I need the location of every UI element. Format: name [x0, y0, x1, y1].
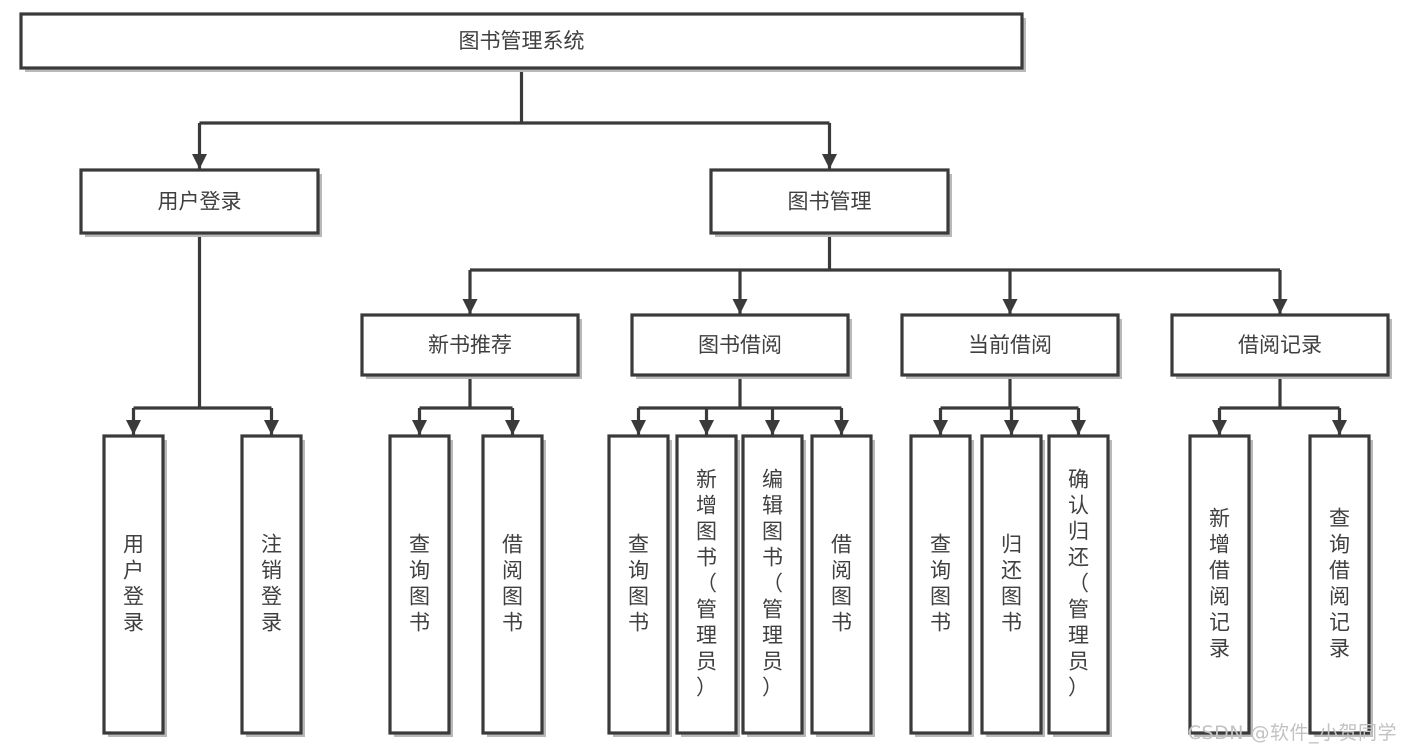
node-leaf-user-login[interactable]: 用户登录: [102, 434, 167, 737]
node-leaf-return-book-box[interactable]: [980, 434, 1043, 735]
node-leaf-logout-login-label: 注销登录: [261, 533, 282, 635]
node-leaf-add-book[interactable]: 新增图书（管理员）: [675, 434, 740, 737]
node-leaf-borrow-book-1-label: 借阅图书: [502, 533, 523, 635]
node-leaf-edit-book-box[interactable]: [741, 434, 804, 735]
watermark-label: CSDN @软件_小贺同学: [1187, 722, 1397, 744]
node-borrow-record[interactable]: 借阅记录: [1170, 313, 1392, 379]
node-current-borrow[interactable]: 当前借阅: [900, 313, 1122, 379]
node-leaf-borrow-book-2[interactable]: 借阅图书: [810, 434, 875, 737]
arrow-head-icon: [1002, 299, 1018, 314]
node-user-login-box[interactable]: [79, 168, 320, 235]
node-user-login[interactable]: 用户登录: [79, 168, 322, 237]
node-user-login-label: 用户登录: [158, 190, 242, 214]
root-node-system[interactable]: 图书管理系统: [19, 12, 1026, 72]
node-leaf-user-login-label: 用户登录: [123, 533, 144, 635]
node-leaf-borrow-book-1-box[interactable]: [481, 434, 544, 735]
node-current-borrow-label: 当前借阅: [968, 333, 1052, 357]
node-book-manage-label: 图书管理: [788, 190, 872, 214]
node-new-book-recommend-label: 新书推荐: [428, 333, 512, 357]
arrow-head-icon: [505, 420, 520, 435]
arrow-head-icon: [822, 154, 837, 169]
node-book-borrow[interactable]: 图书借阅: [630, 313, 852, 379]
node-leaf-add-record[interactable]: 新增借阅记录: [1188, 434, 1253, 737]
arrow-head-icon: [462, 299, 478, 314]
arrow-head-icon: [192, 154, 207, 169]
node-leaf-logout-login[interactable]: 注销登录: [240, 434, 305, 737]
arrow-head-icon: [1212, 420, 1227, 435]
node-leaf-edit-book[interactable]: 编辑图书（管理员）: [741, 434, 806, 737]
arrow-head-icon: [264, 420, 279, 435]
connector-layer: [126, 68, 1347, 435]
arrow-head-icon: [699, 420, 714, 435]
arrow-head-icon: [732, 299, 748, 314]
node-leaf-add-record-label: 新增借阅记录: [1209, 507, 1230, 661]
node-book-manage-box[interactable]: [709, 168, 950, 235]
arrow-head-icon: [933, 420, 948, 435]
arrow-head-icon: [1332, 420, 1347, 435]
node-leaf-confirm-return[interactable]: 确认归还（管理员）: [1047, 434, 1112, 737]
node-book-manage[interactable]: 图书管理: [709, 168, 952, 237]
node-leaf-edit-book-label: 编辑图书（管理员）: [762, 468, 783, 700]
node-new-book-recommend-box[interactable]: [360, 313, 580, 377]
node-new-book-recommend[interactable]: 新书推荐: [360, 313, 582, 379]
node-leaf-return-book[interactable]: 归还图书: [980, 434, 1045, 737]
node-leaf-borrow-book-1[interactable]: 借阅图书: [481, 434, 546, 737]
root-node-system-box[interactable]: [19, 12, 1024, 70]
node-leaf-query-record[interactable]: 查询借阅记录: [1308, 434, 1373, 737]
node-leaf-confirm-return-box[interactable]: [1047, 434, 1110, 735]
node-leaf-query-book-3[interactable]: 查询图书: [909, 434, 974, 737]
node-leaf-query-book-3-box[interactable]: [909, 434, 972, 735]
node-book-borrow-box[interactable]: [630, 313, 850, 377]
arrow-head-icon: [631, 420, 646, 435]
node-leaf-query-book-1-label: 查询图书: [409, 533, 430, 635]
node-leaf-return-book-label: 归还图书: [1001, 533, 1022, 635]
node-leaf-add-book-label: 新增图书（管理员）: [696, 468, 717, 700]
arrow-head-icon: [1071, 420, 1086, 435]
arrow-head-icon: [765, 420, 780, 435]
node-leaf-query-book-1[interactable]: 查询图书: [388, 434, 453, 737]
node-leaf-confirm-return-label: 确认归还（管理员）: [1068, 468, 1089, 700]
arrow-head-icon: [834, 420, 849, 435]
arrow-head-icon: [126, 420, 141, 435]
node-leaf-borrow-book-2-label: 借阅图书: [831, 533, 852, 635]
node-leaf-query-book-2-box[interactable]: [607, 434, 670, 735]
node-leaf-user-login-box[interactable]: [102, 434, 165, 735]
node-leaf-query-book-3-label: 查询图书: [930, 533, 951, 635]
root-node-system-label: 图书管理系统: [459, 29, 585, 53]
node-leaf-logout-login-box[interactable]: [240, 434, 303, 735]
node-leaf-query-record-label: 查询借阅记录: [1329, 507, 1350, 661]
node-borrow-record-box[interactable]: [1170, 313, 1390, 377]
node-leaf-query-book-2[interactable]: 查询图书: [607, 434, 672, 737]
arrow-head-icon: [1004, 420, 1019, 435]
node-leaf-add-record-box[interactable]: [1188, 434, 1251, 735]
node-current-borrow-box[interactable]: [900, 313, 1120, 377]
node-leaf-query-book-1-box[interactable]: [388, 434, 451, 735]
arrow-head-icon: [412, 420, 427, 435]
arrow-head-icon: [1272, 299, 1288, 314]
node-leaf-query-book-2-label: 查询图书: [628, 533, 649, 635]
node-layer: 图书管理系统用户登录图书管理新书推荐图书借阅当前借阅借阅记录用户登录注销登录查询…: [19, 12, 1392, 737]
node-leaf-add-book-box[interactable]: [675, 434, 738, 735]
node-book-borrow-label: 图书借阅: [698, 333, 782, 357]
node-borrow-record-label: 借阅记录: [1238, 333, 1322, 357]
node-leaf-query-record-box[interactable]: [1308, 434, 1371, 735]
node-leaf-borrow-book-2-box[interactable]: [810, 434, 873, 735]
